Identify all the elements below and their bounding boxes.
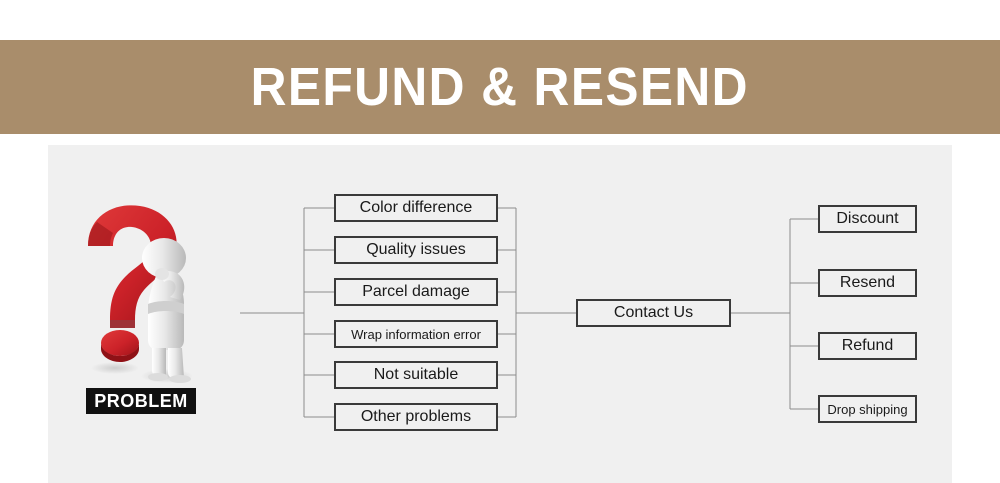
problem-node-not-suitable[interactable]: Not suitable <box>334 361 498 389</box>
problem-node-color-difference[interactable]: Color difference <box>334 194 498 222</box>
page-title: REFUND & RESEND <box>250 57 750 117</box>
page-banner: REFUND & RESEND <box>0 40 1000 134</box>
problem-node-parcel-damage[interactable]: Parcel damage <box>334 278 498 306</box>
solution-node-label: Drop shipping <box>827 401 908 417</box>
problem-node-wrap-information-error[interactable]: Wrap information error <box>334 320 498 348</box>
solution-node-resend[interactable]: Resend <box>818 269 917 297</box>
problem-node-quality-issues[interactable]: Quality issues <box>334 236 498 264</box>
problem-node-label: Quality issues <box>366 241 466 258</box>
solution-node-label: Resend <box>839 274 896 291</box>
problem-node-label: Other problems <box>360 408 472 425</box>
contact-us-node[interactable]: Contact Us <box>576 299 731 327</box>
solution-node-label: Refund <box>841 337 894 354</box>
problem-label: PROBLEM <box>86 388 196 414</box>
solution-node-refund[interactable]: Refund <box>818 332 917 360</box>
problem-node-label: Not suitable <box>373 366 459 383</box>
problem-node-other-problems[interactable]: Other problems <box>334 403 498 431</box>
question-mark-thinking-person-icon <box>70 200 210 395</box>
diagram-panel <box>48 145 952 483</box>
solution-node-discount[interactable]: Discount <box>818 205 917 233</box>
problem-node-label: Parcel damage <box>362 283 470 300</box>
solution-node-drop-shipping[interactable]: Drop shipping <box>818 395 917 423</box>
problem-node-label: Wrap information error <box>351 326 481 342</box>
contact-us-label: Contact Us <box>613 304 694 321</box>
solution-node-label: Discount <box>836 210 899 227</box>
problem-node-label: Color difference <box>359 199 473 216</box>
